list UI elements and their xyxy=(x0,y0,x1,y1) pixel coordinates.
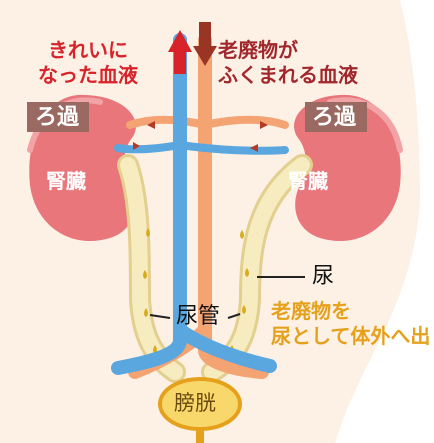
waste-as-urine-line1: 老廃物を xyxy=(271,299,351,323)
filtration-label-left: ろ過 xyxy=(35,105,80,130)
waste-blood-label-line2: ふくまれる血液 xyxy=(218,63,358,87)
small-flow-arrows xyxy=(133,121,268,152)
filtration-box-left xyxy=(27,102,89,132)
ureter-label: 尿管 xyxy=(176,304,221,329)
waste-blood-arrow-down xyxy=(193,22,217,66)
artery-blue xyxy=(111,33,289,375)
filtration-label-right: ろ過 xyxy=(312,105,357,130)
waste-as-urine-line2: 尿として体外へ出 xyxy=(271,324,431,348)
waste-blood-label: 老廃物が ふくまれる血液 xyxy=(218,38,358,88)
filtration-box-right xyxy=(305,102,367,132)
bladder-label: 膀胱 xyxy=(174,391,216,415)
kidney-label-left: 腎臓 xyxy=(46,169,86,193)
clean-blood-label-line2: なった血液 xyxy=(38,63,138,87)
clean-blood-arrow-up xyxy=(168,30,192,74)
waste-as-urine-label: 老廃物を 尿として体外へ出 xyxy=(271,299,430,349)
urine-label: 尿 xyxy=(312,264,335,289)
waste-blood-label-line1: 老廃物が xyxy=(218,38,298,62)
leader-lines xyxy=(149,276,305,319)
clean-blood-label-line1: きれいに xyxy=(48,38,128,62)
kidney-label-right: 腎臓 xyxy=(288,169,328,193)
clean-blood-label: きれいに なった血液 xyxy=(38,38,138,88)
urethra xyxy=(196,428,204,443)
